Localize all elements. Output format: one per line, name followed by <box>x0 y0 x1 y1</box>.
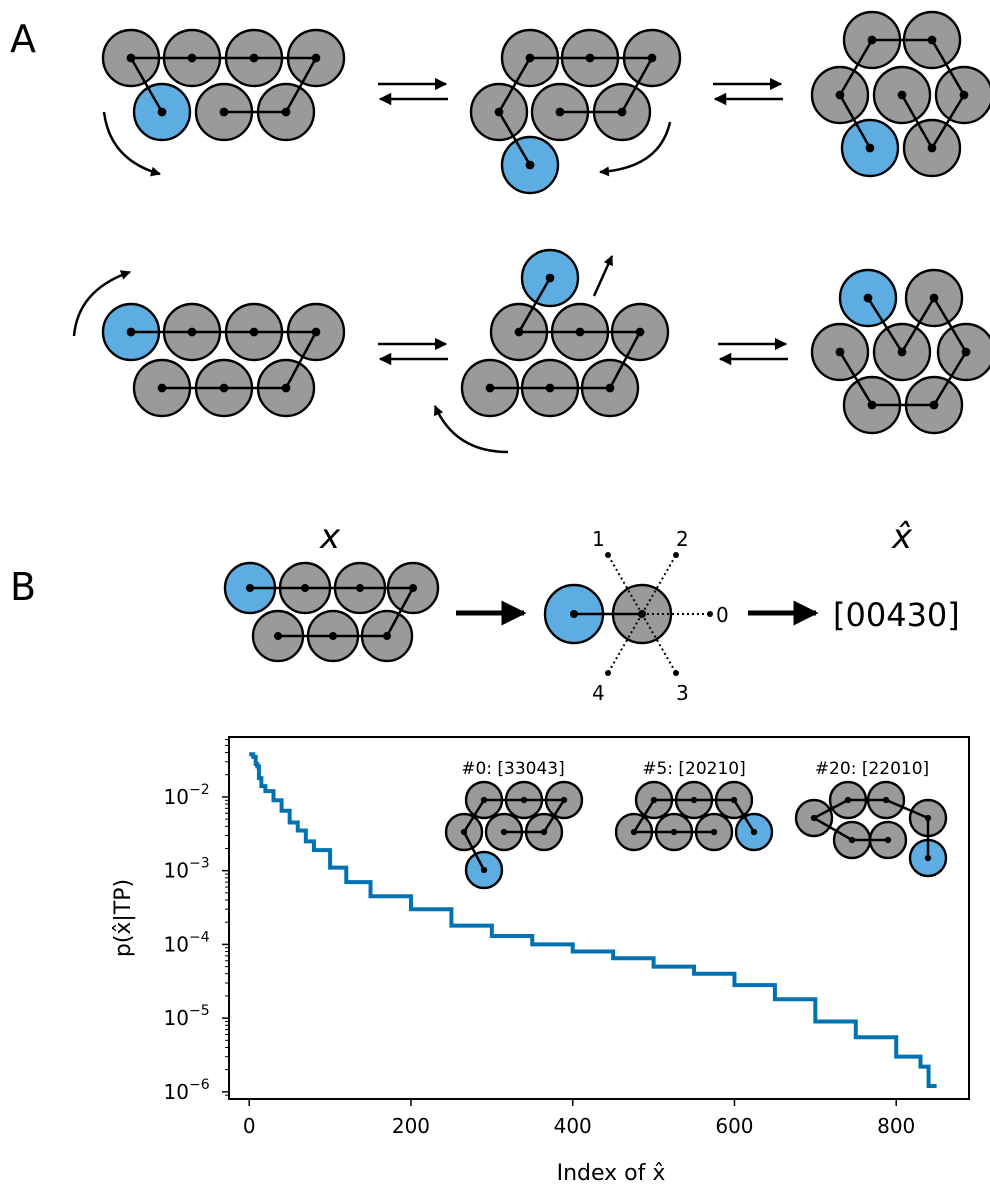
y-tick-exponent: −4 <box>189 929 210 945</box>
rotation-arrow-3 <box>72 270 131 337</box>
y-tick-label: 10 <box>164 932 189 956</box>
equilibrium-arrow-bottom-left <box>378 337 448 366</box>
x-label: x <box>319 517 341 557</box>
panel-label-b: B <box>10 565 36 609</box>
y-tick-label: 10 <box>164 859 189 883</box>
equilibrium-arrow-top-right <box>713 77 783 106</box>
encoding-schematic <box>223 561 440 663</box>
inset-conformations <box>444 780 948 890</box>
plot-frame <box>228 736 970 1100</box>
inset-conformation-0 <box>444 780 584 890</box>
conformation-3 <box>810 10 990 178</box>
equilibrium-arrow-bottom-right <box>718 337 788 366</box>
rotation-arrows <box>72 111 672 454</box>
x-hat-label: x̂ <box>891 517 913 557</box>
direction-stencil: 0 1 2 3 4 <box>543 527 729 705</box>
inset-label-5: #5: [20210] <box>642 759 746 779</box>
direction-3-label: 3 <box>676 681 689 705</box>
rotation-arrow-4 <box>433 405 509 454</box>
equilibrium-arrow-top-left <box>378 77 448 106</box>
y-tick-exponent: −6 <box>189 1077 210 1093</box>
y-tick-label: 10 <box>164 1080 189 1104</box>
direction-4-label: 4 <box>592 681 605 705</box>
y-tick-label: 10 <box>164 1006 189 1030</box>
conformation-transition-diagram <box>101 10 990 435</box>
equilibrium-arrows <box>378 77 788 366</box>
conformation-5 <box>460 248 670 418</box>
x-tick-label: 600 <box>715 1114 753 1138</box>
inset-label-0: #0: [33043] <box>461 759 565 779</box>
y-tick-exponent: −5 <box>189 1003 210 1019</box>
rotation-arrow-1 <box>102 111 161 177</box>
direction-1-label: 1 <box>592 527 605 551</box>
inset-conformation-5 <box>614 780 774 852</box>
conformation-2 <box>469 28 682 195</box>
x-conformation <box>223 561 440 663</box>
y-tick-exponent: −3 <box>189 856 210 872</box>
series-line <box>249 752 937 1089</box>
inset-label-20: #20: [22010] <box>815 759 929 779</box>
panel-label-a: A <box>10 17 36 61</box>
rotation-arrow-2 <box>599 121 672 177</box>
x-tick-label: 200 <box>392 1114 430 1138</box>
x-tick-label: 800 <box>877 1114 915 1138</box>
rotation-arrow-5 <box>592 255 614 297</box>
x-tick-label: 0 <box>243 1114 256 1138</box>
conformation-6 <box>810 268 990 435</box>
y-axis-label: p(x̂|TP) <box>111 879 136 957</box>
direction-2-label: 2 <box>676 527 689 551</box>
example-code: [00430] <box>833 596 960 634</box>
y-tick-label: 10 <box>164 785 189 809</box>
x-tick-label: 400 <box>554 1114 592 1138</box>
inset-conformation-20 <box>794 780 948 878</box>
conformation-4 <box>101 302 346 418</box>
x-axis-label: Index of x̂ <box>557 1161 666 1186</box>
conformation-1 <box>101 28 346 142</box>
y-tick-exponent: −2 <box>189 782 210 798</box>
direction-0-label: 0 <box>716 603 729 627</box>
